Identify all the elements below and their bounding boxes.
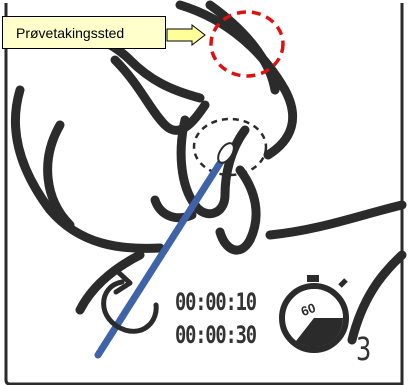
timer-short: 00:00:10 [175,288,256,316]
lower-front-outline [15,90,160,248]
leg-outline [352,255,402,340]
callout-arrow-icon [166,24,206,46]
sampling-site-callout: Prøvetakingssted [2,16,166,49]
timer-long: 00:00:30 [175,321,256,349]
uterus-outline [181,120,245,214]
thigh-outline [270,205,402,235]
step-number: 3 [356,330,371,368]
back-inner-outline [210,5,275,90]
callout-label: Prøvetakingssted [16,25,124,41]
